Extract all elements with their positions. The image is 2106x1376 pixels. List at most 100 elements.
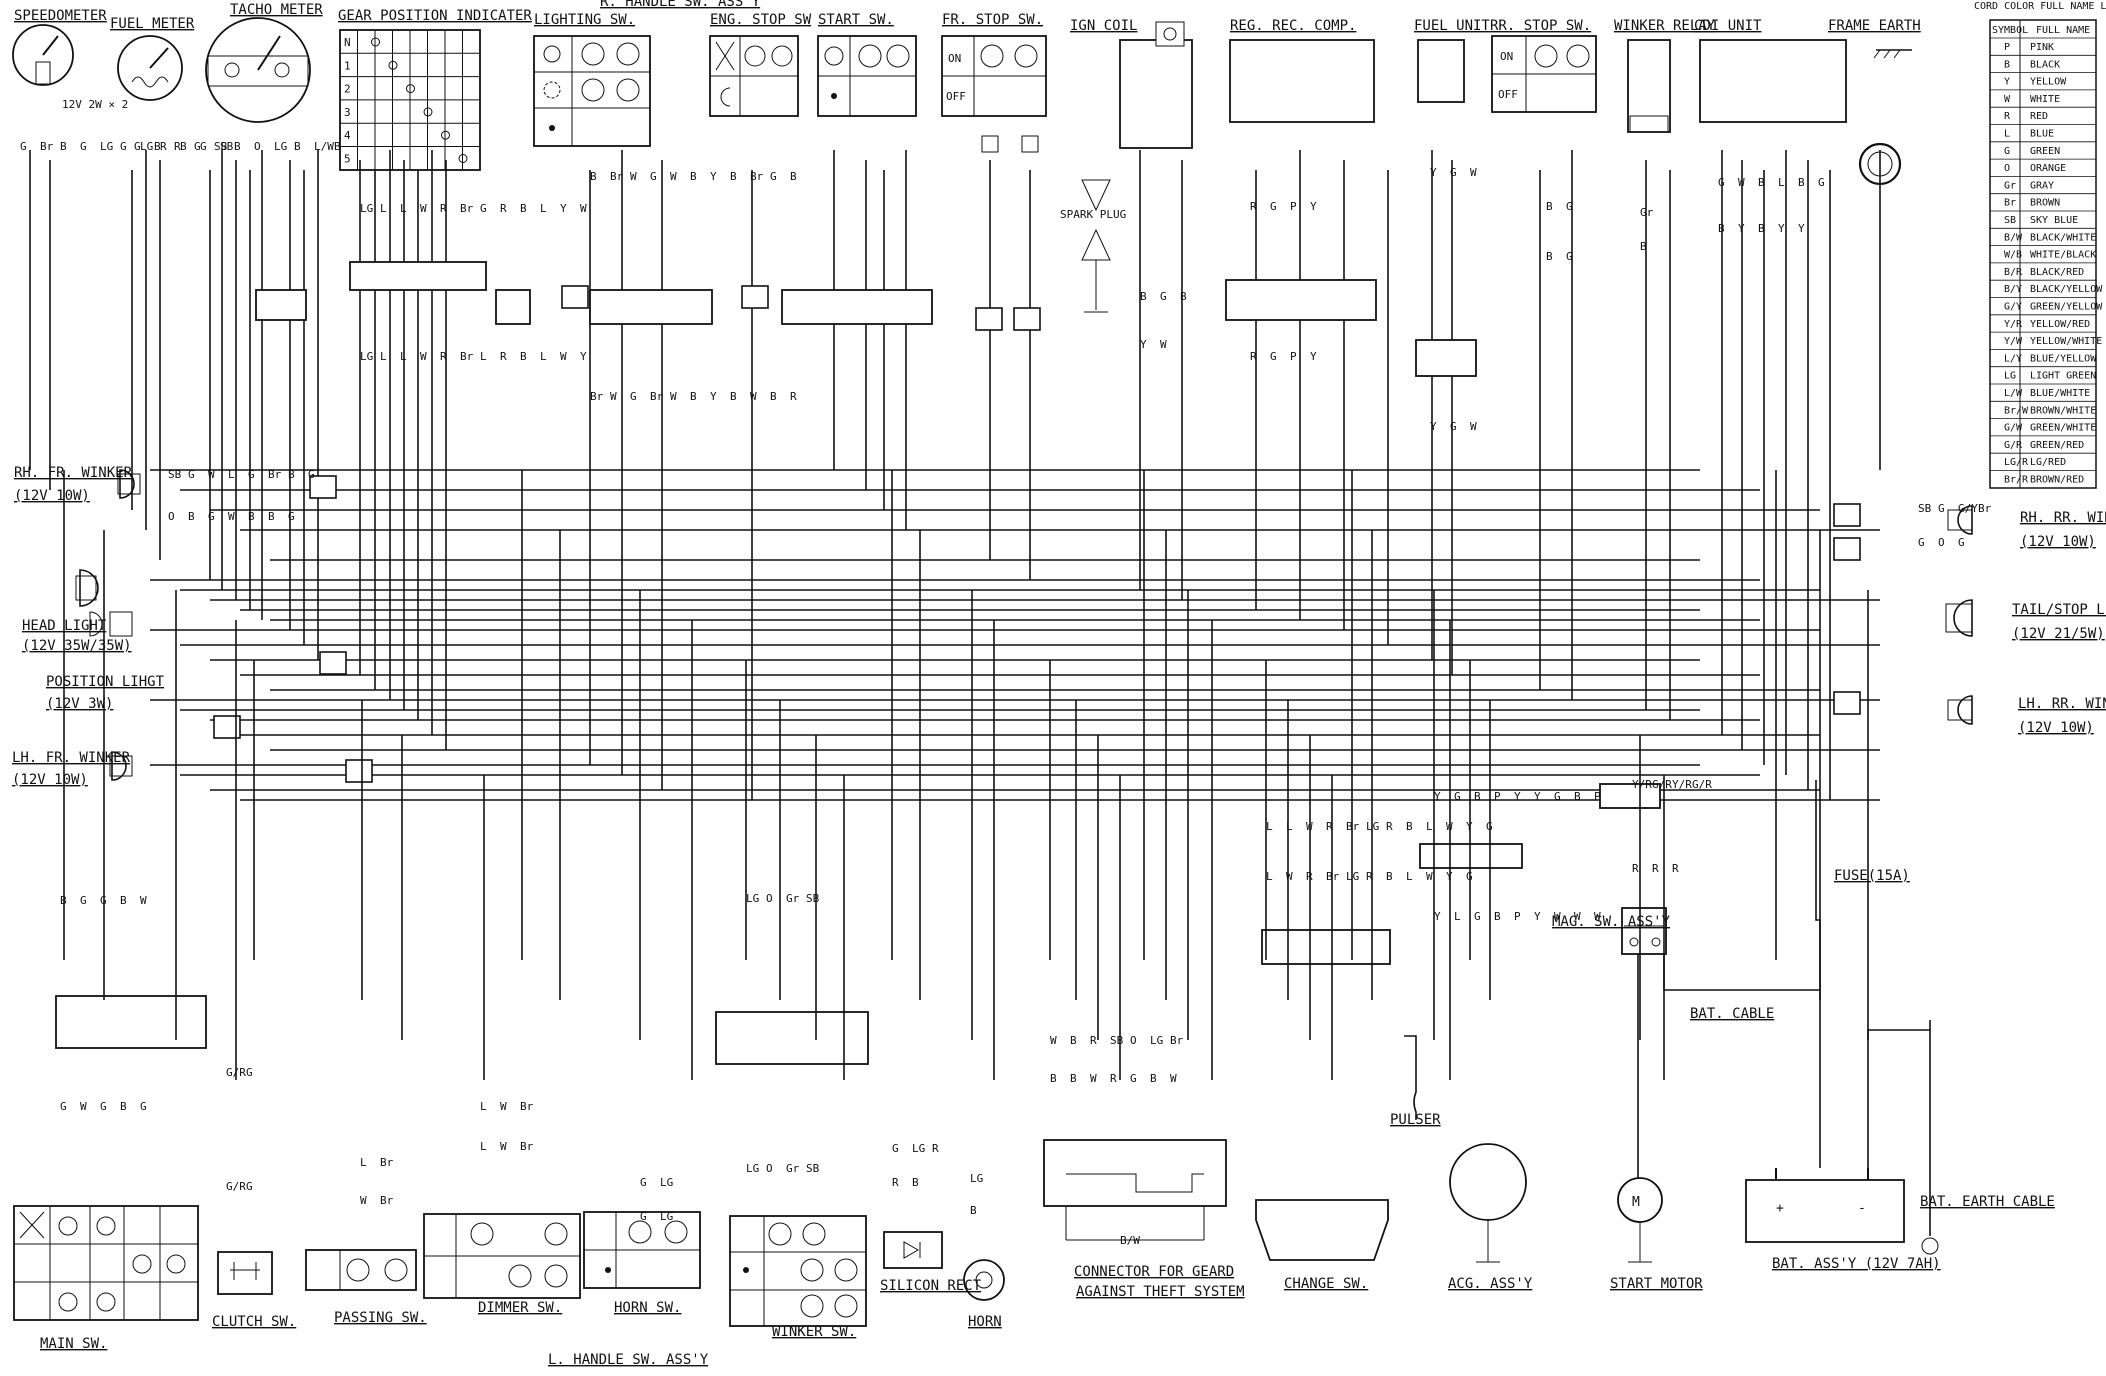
wire-color-label: Y [1434, 790, 1441, 803]
wire-color-label: G [1958, 536, 1965, 549]
theft-connector-bw: B/W [1120, 1234, 1140, 1247]
wire-color-label: G [892, 1142, 899, 1155]
rh-fr-winker: RH. FR. WINKER (12V 10W) [14, 465, 141, 504]
wire-color-label: B [60, 140, 67, 153]
color-full-name: GRAY [2030, 180, 2054, 191]
color-symbol: G/R [2004, 440, 2023, 451]
wire-color-label: G [1818, 176, 1825, 189]
wire-color-label: B [154, 140, 161, 153]
wire-color-label: Y [1140, 338, 1147, 351]
wire-color-label: R [1250, 350, 1257, 363]
wire-color-label: B [770, 390, 777, 403]
wire-color-label: B [1070, 1072, 1077, 1085]
head-light-rating: (12V 35W/35W) [22, 638, 132, 654]
wire-color-label: W [420, 202, 427, 215]
lh-rr-winker-rating: (12V 10W) [2018, 720, 2094, 736]
wire-color-label: LG [360, 202, 373, 215]
wire-color-label: R [1306, 870, 1313, 883]
rr-stop-sw-label: RR. STOP SW. [1490, 18, 1591, 34]
color-symbol: Y/R [2004, 319, 2023, 330]
wire-color-label: Y [710, 170, 717, 183]
wire-color-label: W [1306, 820, 1313, 833]
color-full-name: BLACK/RED [2030, 267, 2084, 278]
color-symbol: L/W [2004, 388, 2023, 399]
wire-color-label: LG [274, 140, 287, 153]
wire-color-label: G [1454, 790, 1461, 803]
wire-color-label: B [334, 140, 341, 153]
color-full-name: LIGHT GREEN [2030, 371, 2096, 382]
color-symbol: G/W [2004, 423, 2023, 434]
wire-color-label: Gr [1640, 206, 1654, 219]
wire-color-label: R [1652, 862, 1659, 875]
color-symbol: L/Y [2004, 353, 2022, 364]
color-symbol: B [2004, 59, 2010, 70]
wire-color-label: W [1286, 870, 1293, 883]
wire-color-label: B [1474, 790, 1481, 803]
wire-color-label: SB [806, 1162, 820, 1175]
color-full-name: SKY BLUE [2030, 215, 2078, 226]
bat-earth-label: BAT. EARTH CABLE [1920, 1194, 2055, 1210]
color-symbol: Br/W [2004, 405, 2029, 416]
wire-color-label: W [1574, 910, 1581, 923]
color-full-name: GREEN/YELLOW [2030, 302, 2103, 313]
color-symbol: SB [2004, 215, 2016, 226]
wire-color-label: O [1130, 1034, 1137, 1047]
wire-color-label: Y [560, 202, 567, 215]
wire-color-label: Br [40, 140, 54, 153]
acg-label: ACG. ASS'Y [1448, 1276, 1533, 1292]
change-sw: CHANGE SW. [1255, 1199, 1389, 1292]
wire-color-label: L [400, 202, 407, 215]
wire-color-label: G [1566, 200, 1573, 213]
wire-color-label: R [174, 140, 181, 153]
fuel-unit: FUEL UNIT [1414, 18, 1490, 103]
wire-color-label: L [1454, 910, 1461, 923]
battery-label: BAT. ASS'Y (12V 7AH) [1772, 1256, 1941, 1272]
fr-stop-sw-label: FR. STOP SW. [942, 12, 1043, 28]
passing-sw-label: PASSING SW. [334, 1310, 427, 1326]
lh-fr-winker-rating: (12V 10W) [12, 772, 88, 788]
wire-color-label: R [1090, 1034, 1097, 1047]
color-symbol: G [2004, 146, 2010, 157]
wire-color-label: W [670, 170, 677, 183]
wire-color-label: R [1672, 862, 1679, 875]
color-full-name: RED [2030, 111, 2048, 122]
fuel-meter: FUEL METER [110, 16, 195, 101]
wire-color-label: B [120, 1100, 127, 1113]
color-symbol: B/Y [2004, 284, 2022, 295]
wire-color-label: Y [710, 390, 717, 403]
wire-color-label: Br [650, 390, 664, 403]
head-light: HEAD LIGHT (12V 35W/35W) [22, 569, 132, 654]
wire-color-label: L [1406, 870, 1413, 883]
cord-color-table: CORD COLOR FULL NAME LIST SYMBOL FULL NA… [1974, 1, 2106, 489]
color-symbol: Br/R [2004, 475, 2029, 486]
gear-position-number: 2 [344, 83, 351, 96]
rh-fr-winker-label: RH. FR. WINKER [14, 465, 133, 481]
gear-position-number: 4 [344, 129, 351, 142]
wire-color-label: B [1758, 176, 1765, 189]
wire-color-label: L [480, 1100, 487, 1113]
wire-color-label: G [1474, 910, 1481, 923]
wire-color-label: LG [1346, 870, 1359, 883]
wire-color-label: R [1250, 200, 1257, 213]
wire-color-label: P [1514, 910, 1521, 923]
wire-color-label: O [168, 510, 175, 523]
wire-color-label: G [1270, 350, 1277, 363]
lh-rr-winker-label: LH. RR. WINKER [2018, 696, 2106, 712]
spark-plug-label: SPARK PLUG [1060, 208, 1126, 221]
wire-color-label: LG [970, 1172, 983, 1185]
mag-sw-assy: MAG. SW. ASS'Y BAT. CABLE FUSE(15A) [1552, 868, 1910, 1022]
wire-color-label: LG [100, 140, 113, 153]
winker-sw-label: WINKER SW. [772, 1324, 856, 1340]
wire-color-label: W [1470, 166, 1477, 179]
eng-stop-sw-label: ENG. STOP SW [710, 12, 812, 28]
wire-color-label: Y [1778, 222, 1785, 235]
wire-color-label: L [480, 1140, 487, 1153]
wire-color-label: L/W [314, 140, 334, 153]
color-symbol: Y/W [2004, 336, 2023, 347]
rh-rr-winker-rating: (12V 10W) [2020, 534, 2096, 550]
wire-color-label: W [1594, 910, 1601, 923]
wire-color-label: Y/R [1632, 778, 1652, 791]
color-full-name: BLACK/WHITE [2030, 232, 2096, 243]
start-sw: START SW. [817, 12, 917, 117]
